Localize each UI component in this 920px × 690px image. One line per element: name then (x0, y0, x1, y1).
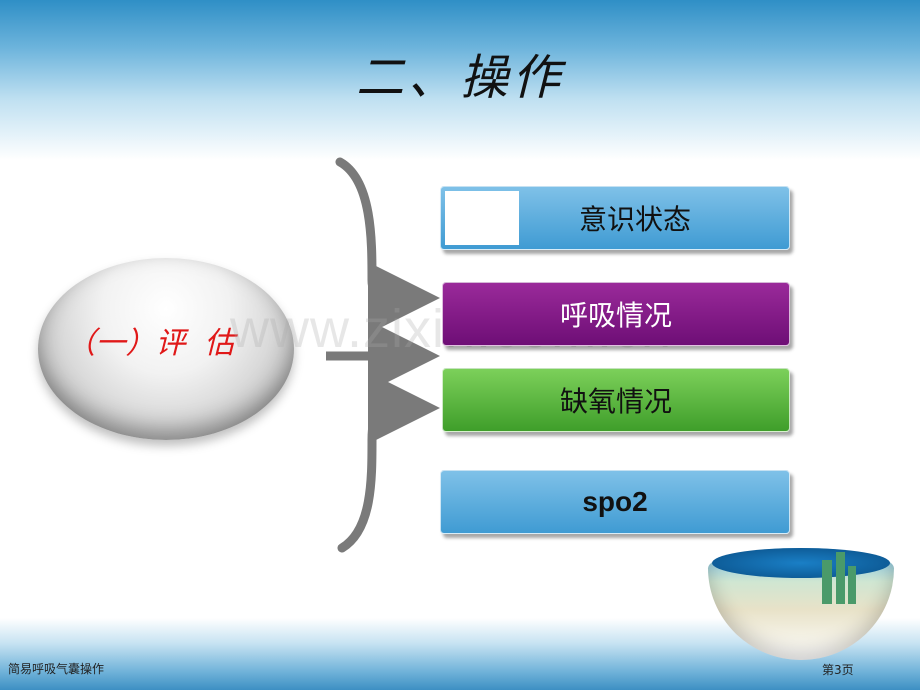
page-number: 第3页 (822, 663, 854, 677)
box-breathing: 呼吸情况 (442, 282, 790, 346)
box-spo2-label: spo2 (582, 486, 648, 517)
arrow-icon (337, 372, 440, 553)
footer-title: 简易呼吸气囊操作 (8, 662, 105, 676)
box-hypoxia: 缺氧情况 (442, 368, 790, 432)
slide-title: 二、操作 (355, 50, 564, 106)
building-icon (822, 560, 832, 604)
box-consciousness: 意识状态 (440, 186, 790, 250)
globe-top (712, 548, 890, 578)
box-consciousness-label: 意识状态 (578, 203, 691, 236)
building-icon (836, 552, 845, 604)
box-hypoxia-label: 缺氧情况 (559, 385, 672, 418)
building-icon (848, 566, 856, 604)
assessment-label: （一）评 估 (65, 326, 235, 361)
assessment-orb (38, 258, 294, 440)
box-breathing-label: 呼吸情况 (559, 299, 672, 332)
header-band (0, 0, 920, 160)
box-spo2: spo2 (440, 470, 790, 534)
arrow-icon (335, 157, 440, 334)
